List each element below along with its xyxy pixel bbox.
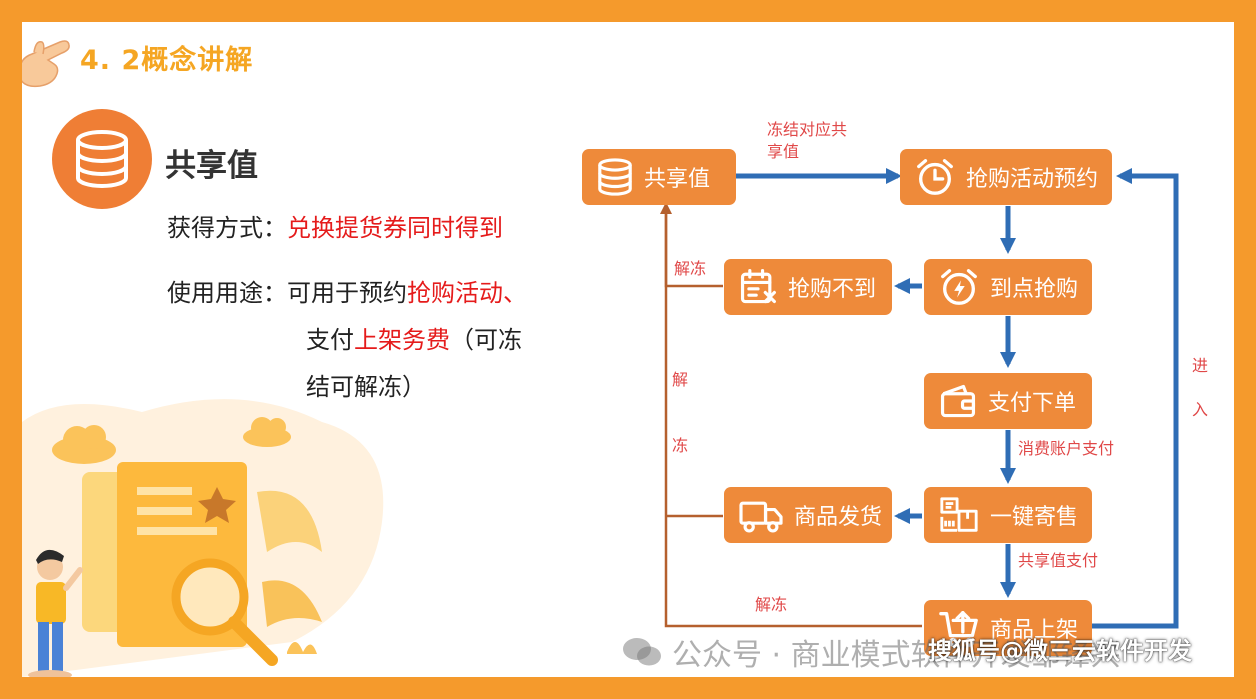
node-rush-fail: 抢购不到 bbox=[724, 259, 892, 315]
wechat-watermark: 公众号 · 商业模式软件开发邹锋兴 bbox=[622, 630, 1121, 674]
label-enter-2: 入 bbox=[1192, 400, 1209, 419]
label-unfreeze-v2: 冻 bbox=[672, 436, 689, 455]
usage-text-3: （可冻 bbox=[450, 326, 522, 354]
cart-upload-icon bbox=[939, 611, 978, 647]
node-rush-fail-label: 抢购不到 bbox=[788, 277, 877, 302]
node-ship-goods: 商品发货 bbox=[724, 487, 892, 543]
node-rush-ontime-label: 到点抢购 bbox=[990, 277, 1079, 302]
usage-text-4: 结可解冻） bbox=[306, 373, 426, 401]
node-shared-value: 共享值 bbox=[582, 149, 736, 205]
node-rush-reserve-label: 抢购活动预约 bbox=[966, 167, 1099, 192]
node-ship-goods-label: 商品发货 bbox=[794, 505, 883, 530]
node-pay-order: 支付下单 bbox=[924, 373, 1092, 429]
node-one-click-resale: 一键寄售 bbox=[924, 487, 1092, 543]
node-goods-listed-label: 商品上架 bbox=[990, 618, 1079, 643]
node-one-click-resale-label: 一键寄售 bbox=[990, 505, 1079, 530]
label-freeze-2: 享值 bbox=[767, 142, 800, 161]
section-heading: 共享值 bbox=[165, 148, 258, 184]
node-pay-order-label: 支付下单 bbox=[988, 391, 1077, 416]
package-scanner-icon bbox=[940, 497, 978, 532]
usage-text-1: 可用于预约 bbox=[287, 279, 407, 307]
slide: 4. 2概念讲解 共享值 获得方式：兑换提货券同时得到 使用用途：可用于预约抢购… bbox=[22, 22, 1234, 677]
alarm-clock-icon bbox=[917, 159, 953, 195]
label-freeze-1: 冻结对应共 bbox=[767, 120, 848, 139]
usage-line-2: 支付上架务费（可冻 bbox=[306, 320, 522, 355]
pointing-hand-icon bbox=[22, 40, 70, 88]
acquire-value: 兑换提货券同时得到 bbox=[287, 214, 503, 242]
label-consume-pay: 消费账户支付 bbox=[1018, 439, 1115, 458]
usage-red-1: 抢购活动、 bbox=[407, 279, 527, 307]
label-enter-1: 进 bbox=[1192, 356, 1209, 375]
alarm-lightning-icon bbox=[941, 269, 977, 305]
wallet-icon bbox=[940, 384, 976, 418]
sohu-watermark: 搜狐号@微三云软件开发 bbox=[928, 637, 1192, 665]
label-unfreeze-v1: 解 bbox=[672, 370, 689, 389]
wechat-watermark-text: 公众号 · 商业模式软件开发邹锋兴 bbox=[672, 638, 1121, 673]
node-shared-value-label: 共享值 bbox=[644, 167, 711, 192]
flowchart-connectors bbox=[660, 168, 1179, 629]
node-goods-listed: 商品上架 bbox=[924, 600, 1092, 656]
calendar-x-icon bbox=[740, 269, 776, 304]
usage-line-1: 使用用途：可用于预约抢购活动、 bbox=[167, 273, 527, 308]
database-icon bbox=[598, 158, 632, 196]
usage-text-2: 支付 bbox=[306, 326, 354, 354]
label-unfreeze-bottom: 解冻 bbox=[755, 595, 788, 614]
delivery-truck-icon bbox=[739, 501, 783, 533]
usage-line-3: 结可解冻） bbox=[306, 367, 426, 402]
label-shared-pay: 共享值支付 bbox=[1018, 551, 1099, 570]
acquire-label: 获得方式： bbox=[167, 214, 287, 242]
acquire-line: 获得方式：兑换提货券同时得到 bbox=[167, 208, 503, 243]
document-search-illustration bbox=[22, 399, 384, 677]
wechat-icon bbox=[623, 638, 661, 666]
node-rush-reserve: 抢购活动预约 bbox=[900, 149, 1112, 205]
usage-red-2: 上架务费 bbox=[354, 326, 450, 354]
usage-label: 使用用途： bbox=[167, 279, 287, 307]
label-unfreeze-top: 解冻 bbox=[674, 259, 707, 278]
database-icon-circle bbox=[52, 109, 152, 209]
database-icon bbox=[76, 130, 128, 188]
node-rush-ontime: 到点抢购 bbox=[924, 259, 1092, 315]
page-title: 4. 2概念讲解 bbox=[80, 45, 254, 76]
